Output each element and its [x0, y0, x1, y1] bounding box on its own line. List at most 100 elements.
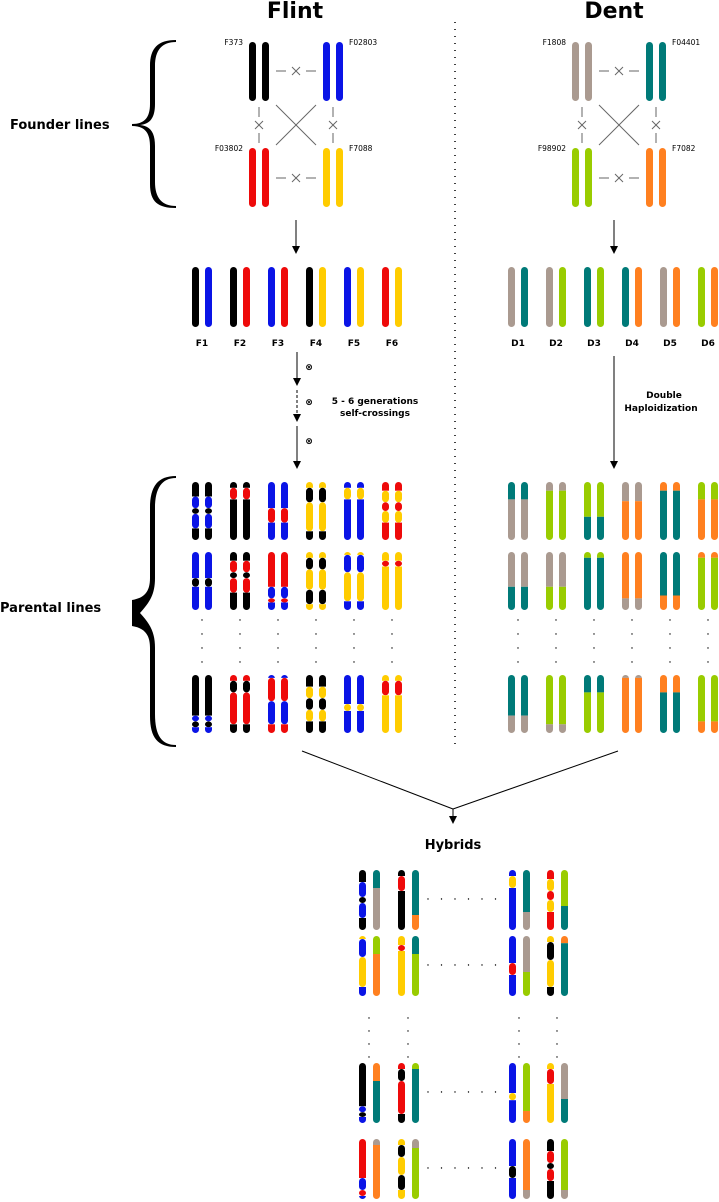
chromosome-segment [382, 566, 389, 610]
dent-parental-line [584, 552, 604, 610]
chromosome-segment [192, 727, 199, 733]
chromosome-segment [622, 598, 629, 610]
chromosome-segment [281, 598, 288, 603]
chromosome-segment [635, 675, 642, 678]
chromosome-segment [660, 490, 667, 540]
chromosome [395, 552, 402, 610]
flint-to-hybrid-line [301, 750, 454, 810]
chromosome [382, 552, 389, 610]
chromosome-segment [359, 1178, 366, 1190]
chromosome-segment [373, 1081, 380, 1123]
chromosome-segment [509, 963, 516, 975]
dent-parental-line [546, 552, 566, 610]
ellipsis-dot [454, 1091, 456, 1093]
ellipsis-dot [481, 898, 483, 900]
chromosome-segment [205, 721, 212, 728]
chromosome [521, 482, 528, 540]
cross-label: F4 [310, 339, 322, 349]
chromosome-segment [509, 1166, 516, 1178]
flint-founder-F7088: F7088 [323, 144, 373, 207]
ellipsis-dot [391, 633, 393, 635]
chromosome [584, 267, 591, 327]
chromosome-segment [412, 1063, 419, 1069]
chromosome-segment [412, 870, 419, 915]
chromosome [711, 482, 718, 540]
chromosome [673, 267, 680, 327]
chromosome-segment [635, 501, 642, 540]
chromosome [344, 267, 351, 327]
parental-lines-group [192, 482, 718, 733]
chromosome [622, 552, 629, 610]
ellipsis-dot [518, 1056, 520, 1058]
ellipsis-dot [315, 619, 317, 621]
chromosome-segment [205, 513, 212, 529]
chromosome-segment [382, 482, 389, 491]
chromosome-segment [243, 675, 250, 681]
dent-chromosome [561, 936, 568, 996]
ellipsis-dot [368, 1056, 370, 1058]
flint-parental-line [382, 552, 402, 610]
chromosome-segment [344, 554, 351, 573]
founder-brace [132, 40, 176, 208]
chromosome-segment [268, 522, 275, 540]
chromosome-segment [268, 598, 275, 603]
chromosome-segment [395, 502, 402, 511]
chromosome-segment [521, 552, 528, 587]
chromosome-segment [547, 891, 554, 900]
self-crossing-step-line2: self-crossings [340, 409, 410, 419]
flint-title: Flint [267, 0, 324, 24]
ellipsis-dot [467, 964, 470, 966]
chromosome-segment [268, 552, 275, 587]
chromosome [622, 675, 629, 733]
ellipsis-dot [277, 619, 279, 621]
chromosome-segment [584, 482, 591, 517]
chromosome-segment [547, 987, 554, 996]
chromosome-segment [711, 482, 718, 500]
chromosome-segment [243, 724, 250, 733]
hybrid [359, 870, 380, 930]
dent-chromosome [412, 1063, 419, 1123]
founder-chromosome [585, 42, 592, 101]
chromosome-segment [597, 516, 604, 540]
chromosome-segment [509, 888, 516, 930]
chromosome [698, 675, 705, 733]
chromosome-segment [268, 508, 275, 523]
chromosome-segment [373, 1139, 380, 1145]
chromosome-segment [192, 528, 199, 540]
chromosome-segment [306, 698, 313, 710]
chromosome-segment [357, 552, 364, 555]
chromosome-segment [584, 552, 591, 558]
ellipsis-dot [555, 633, 557, 635]
ellipsis-dot [481, 1167, 483, 1169]
chromosome-segment [357, 499, 364, 540]
chromosome [546, 267, 553, 327]
flint-founder-F03802: F03802 [215, 144, 269, 207]
chromosome [635, 482, 642, 540]
chromosome [243, 482, 250, 540]
cross-symbol [614, 173, 624, 183]
ellipsis-dot [481, 964, 483, 966]
founder-name: F7082 [672, 144, 696, 153]
dent-cross-D4: D4 [622, 267, 642, 349]
flint-founder-F373: F373 [224, 38, 269, 101]
hybrid [547, 1139, 568, 1199]
chromosome-segment [344, 552, 351, 555]
chromosome-segment [622, 552, 629, 599]
flint-chromosome [547, 936, 554, 996]
chromosome-segment [523, 870, 530, 912]
chromosome-segment [561, 936, 568, 944]
chromosome-segment [306, 709, 313, 722]
chromosome-segment [192, 508, 199, 514]
chromosome-segment [509, 1100, 516, 1123]
ellipsis-dot [440, 1091, 443, 1093]
chromosome [546, 675, 553, 733]
chromosome-segment [546, 490, 553, 540]
founder-chromosome [572, 42, 579, 101]
chromosome-segment [711, 552, 718, 558]
hybrid [359, 1139, 380, 1199]
cross-label: D4 [625, 339, 639, 349]
ellipsis-dot [427, 898, 429, 900]
dent-parental-line [622, 482, 642, 540]
chromosome-segment [523, 1190, 530, 1199]
cross-label: D2 [549, 339, 563, 349]
